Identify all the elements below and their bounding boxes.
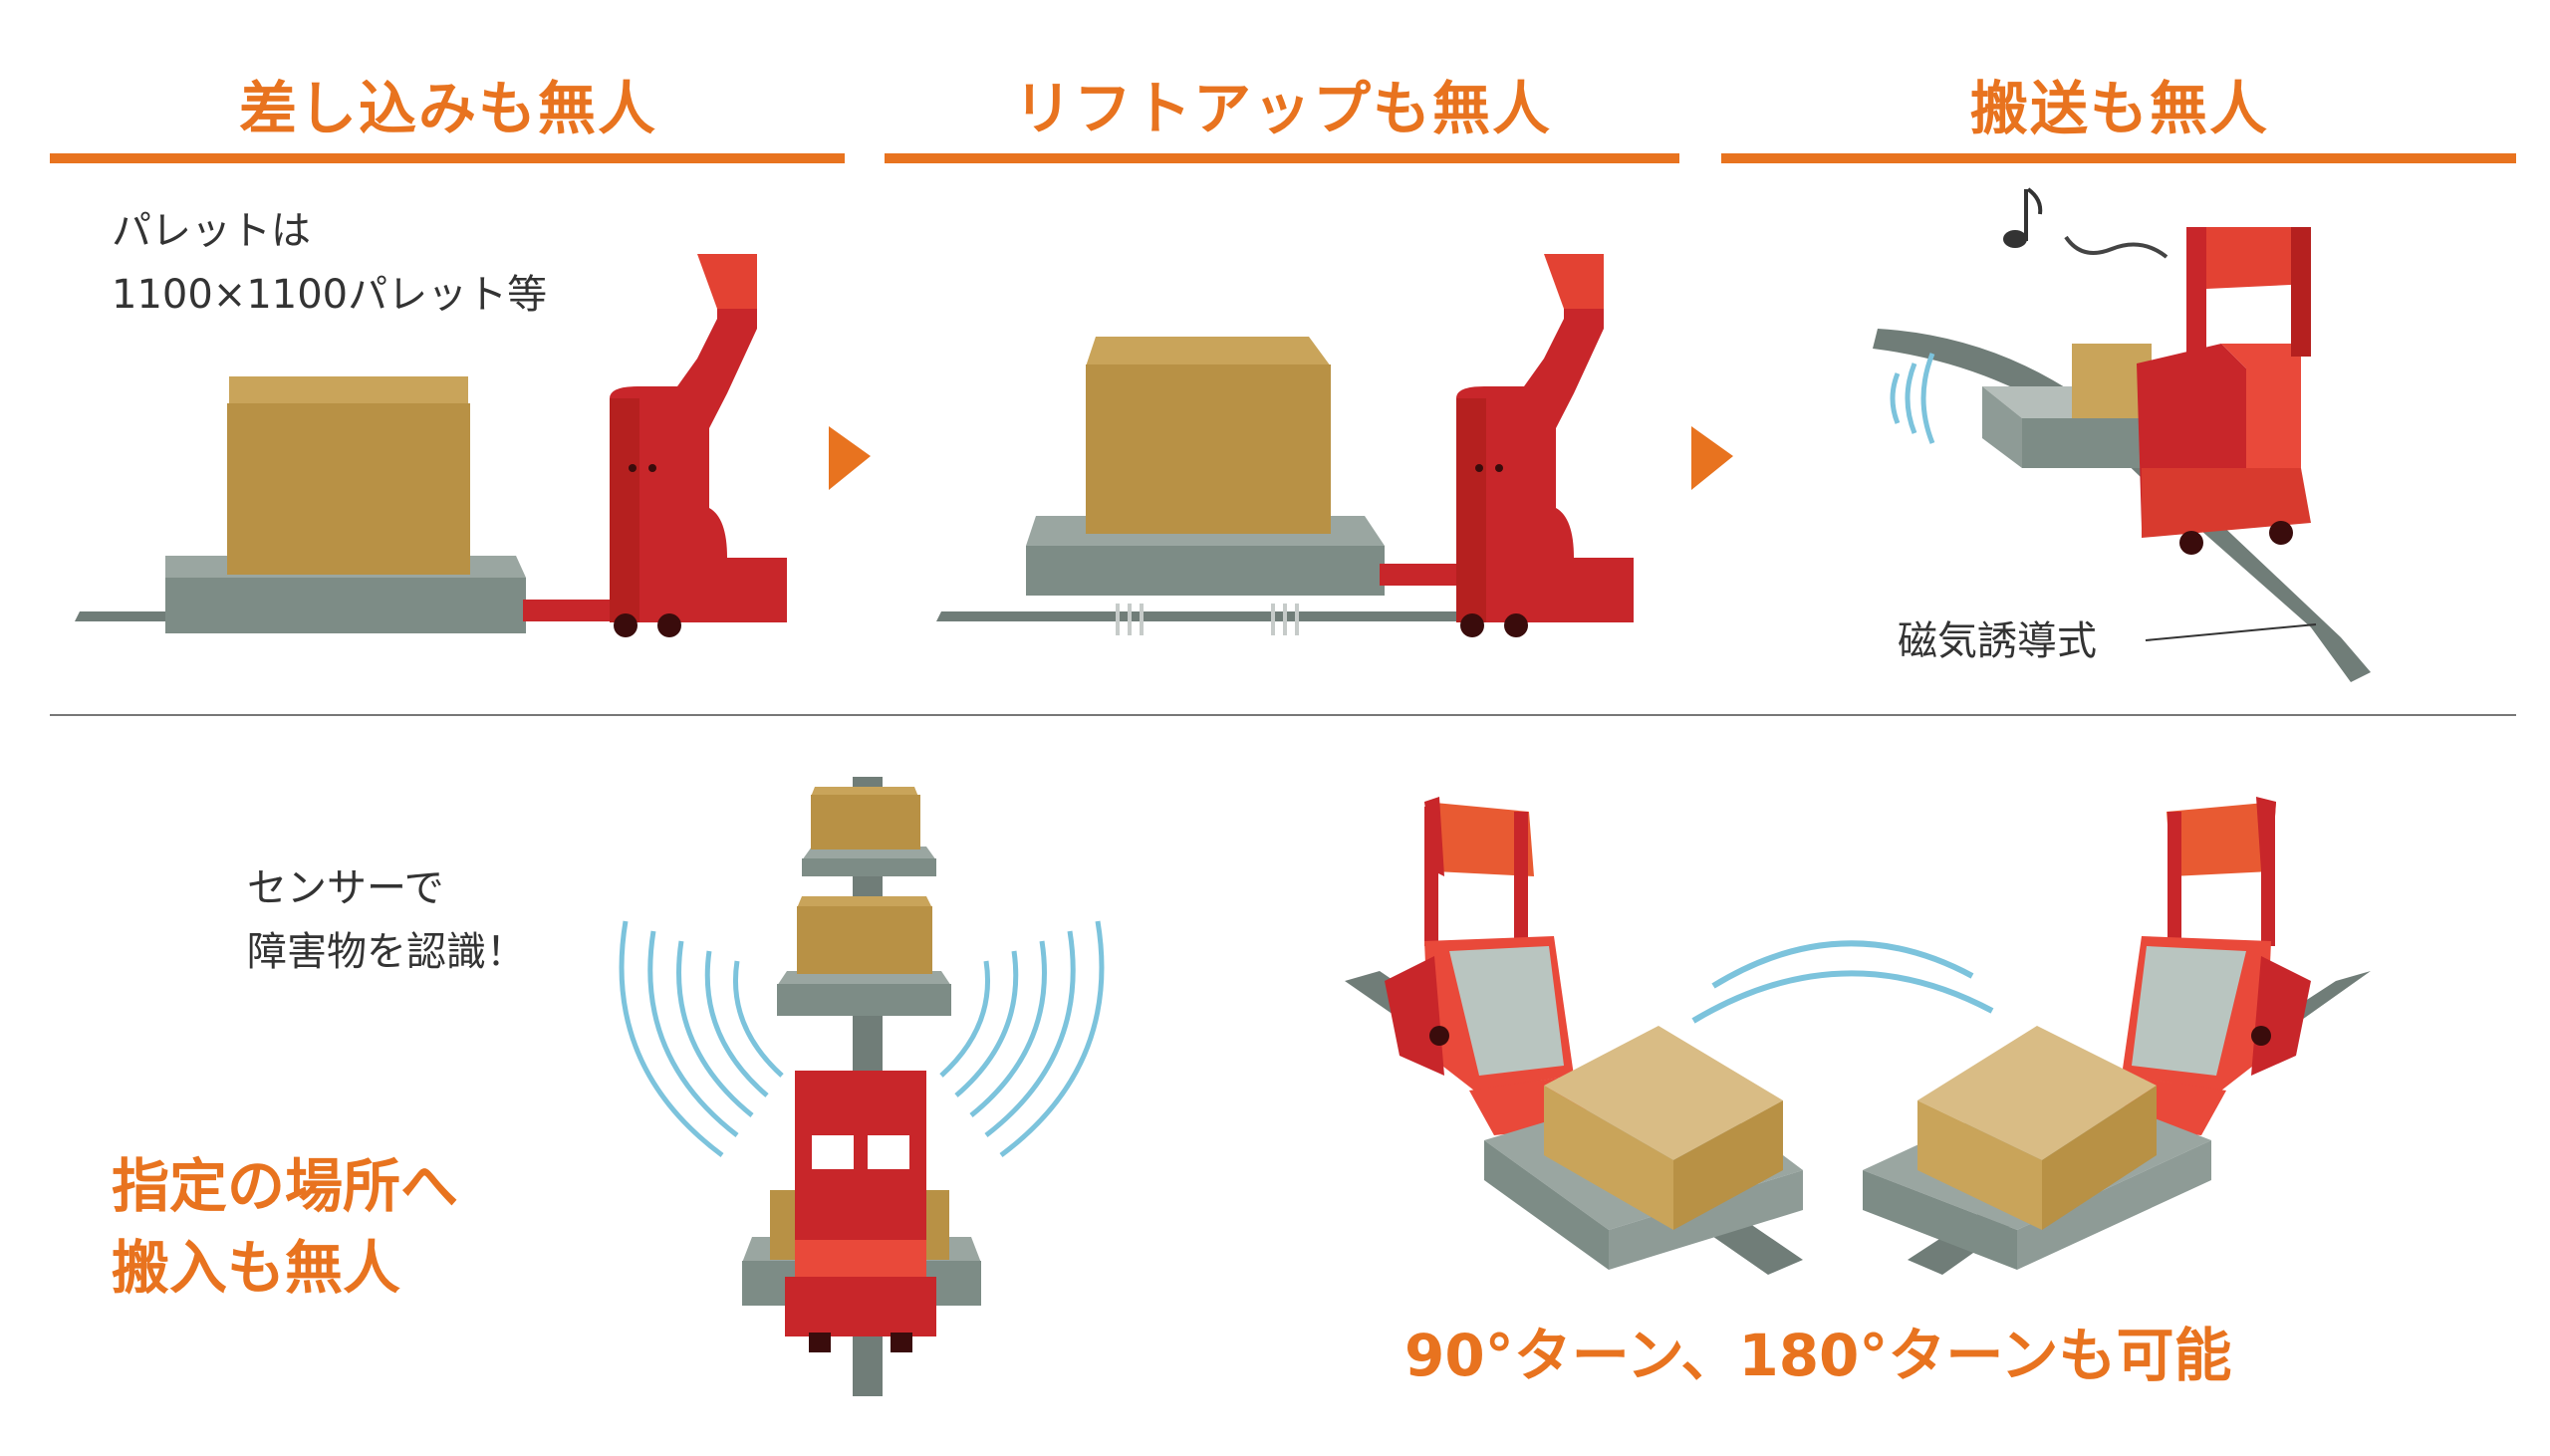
pallet [802, 858, 936, 876]
heading-underline-1 [50, 153, 845, 163]
box-top [1086, 337, 1331, 366]
box-top [811, 787, 918, 797]
signal-wave-icon [619, 920, 784, 1158]
heading-liftup: リフトアップも無人 [1013, 75, 1552, 142]
box [227, 403, 470, 575]
box [2072, 344, 2152, 418]
section-divider [50, 714, 2516, 716]
pallet-top [777, 971, 951, 986]
pallet-truck-vehicle [785, 1071, 936, 1352]
sensor-note: センサーで 障害物を認識！ [247, 856, 526, 984]
carry-note: 指定の場所へ 搬入も無人 [112, 1145, 458, 1309]
sensor-note-line2: 障害物を認識！ [247, 929, 526, 975]
box [1544, 1086, 1673, 1230]
sensor-note-line1: センサーで [247, 865, 444, 911]
music-note-icon [2003, 187, 2043, 248]
heading-transport: 搬送も無人 [1969, 75, 2269, 142]
box [1086, 364, 1331, 534]
fork [1380, 564, 1469, 586]
pallet-note-line2: 1100×1100パレット等 [112, 272, 548, 318]
magnetic-leader-line [2145, 623, 2317, 641]
pallet [165, 578, 526, 633]
magnetic-label: 磁気誘導式 [1898, 618, 2097, 664]
floor-track [75, 611, 169, 621]
pallet [777, 984, 951, 1016]
pallet [1026, 546, 1385, 596]
pallet-truck-vehicle [1456, 254, 1634, 637]
box [811, 795, 920, 849]
panel-insert [75, 254, 787, 637]
box-side [1673, 1100, 1783, 1230]
heading-insert: 差し込みも無人 [238, 75, 657, 142]
carry-note-line1: 指定の場所へ [112, 1152, 459, 1220]
box-top [1917, 1026, 2157, 1160]
turn-arc [1691, 970, 1994, 1024]
fork [523, 600, 633, 621]
sound-wave [2064, 235, 2168, 259]
box-side [2042, 1086, 2157, 1230]
heading-underline-3 [1721, 153, 2516, 163]
pallet-side [1484, 1140, 1609, 1270]
play-arrow-icon [1691, 426, 1733, 490]
pallet-truck-vehicle [610, 254, 787, 637]
box [797, 906, 932, 974]
pallet-side [1863, 1170, 2017, 1270]
pallet-truck-vehicle-right [2102, 797, 2311, 1135]
turn-caption: 90°ターン、180°ターンも可能 [1404, 1322, 2232, 1389]
box-top [1544, 1026, 1783, 1160]
carry-note-line2: 搬入も無人 [112, 1234, 401, 1302]
pallet-note-line1: パレットは [112, 208, 311, 254]
box-top [797, 896, 932, 908]
turn-arc [1711, 940, 1974, 989]
signal-wave-icon [1890, 353, 1935, 444]
sensor-illustration [619, 777, 1105, 1396]
pallet [1982, 386, 2022, 468]
panel-liftup [936, 254, 1634, 637]
panel-transport [1873, 187, 2371, 682]
pallet-side [2017, 1140, 2211, 1270]
play-arrow-icon [829, 426, 871, 490]
pallet-top [802, 847, 936, 860]
signal-wave-icon [939, 920, 1105, 1158]
turn-illustration [1345, 797, 2371, 1275]
heading-underline-2 [885, 153, 1679, 163]
pallet-note: パレットは 1100×1100パレット等 [112, 199, 547, 327]
lift-indicator [1116, 604, 1299, 635]
box-top [229, 376, 468, 406]
box [1917, 1100, 2042, 1230]
pallet-side [1609, 1170, 1803, 1270]
pallet-truck-vehicle [2137, 227, 2311, 555]
